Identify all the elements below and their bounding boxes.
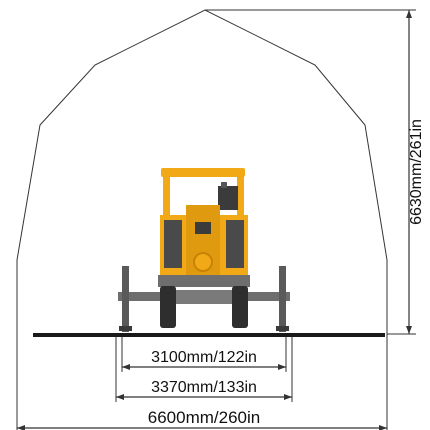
width-dimension-middle [115, 337, 293, 402]
canopy-post-right [237, 176, 244, 218]
engine-block [218, 186, 238, 210]
width-dimension-outer [17, 425, 387, 430]
width-inner-label: 3100mm/122in [151, 349, 257, 366]
outrigger-beam-left [118, 292, 164, 301]
height-dimension [205, 9, 416, 335]
right-side-panel [226, 220, 244, 268]
canopy-post-left [163, 176, 170, 218]
lower-frame [158, 275, 250, 287]
outrigger-beam-right [244, 292, 290, 301]
wheel-left [160, 286, 176, 328]
canopy-roof [161, 168, 245, 177]
left-side-panel [164, 220, 182, 268]
width-dimension-inner [121, 337, 287, 372]
width-outer-label: 6600mm/260in [148, 408, 260, 427]
hitch-pin [193, 252, 213, 272]
outrigger-leg-left [122, 266, 129, 332]
ground-line [33, 333, 385, 337]
loader-front-view [118, 168, 290, 332]
wheel-right [232, 286, 248, 328]
width-middle-label: 3370mm/133in [151, 379, 257, 396]
outrigger-leg-right [279, 266, 286, 332]
height-dimension-label: 6630mm/261in [408, 119, 425, 225]
